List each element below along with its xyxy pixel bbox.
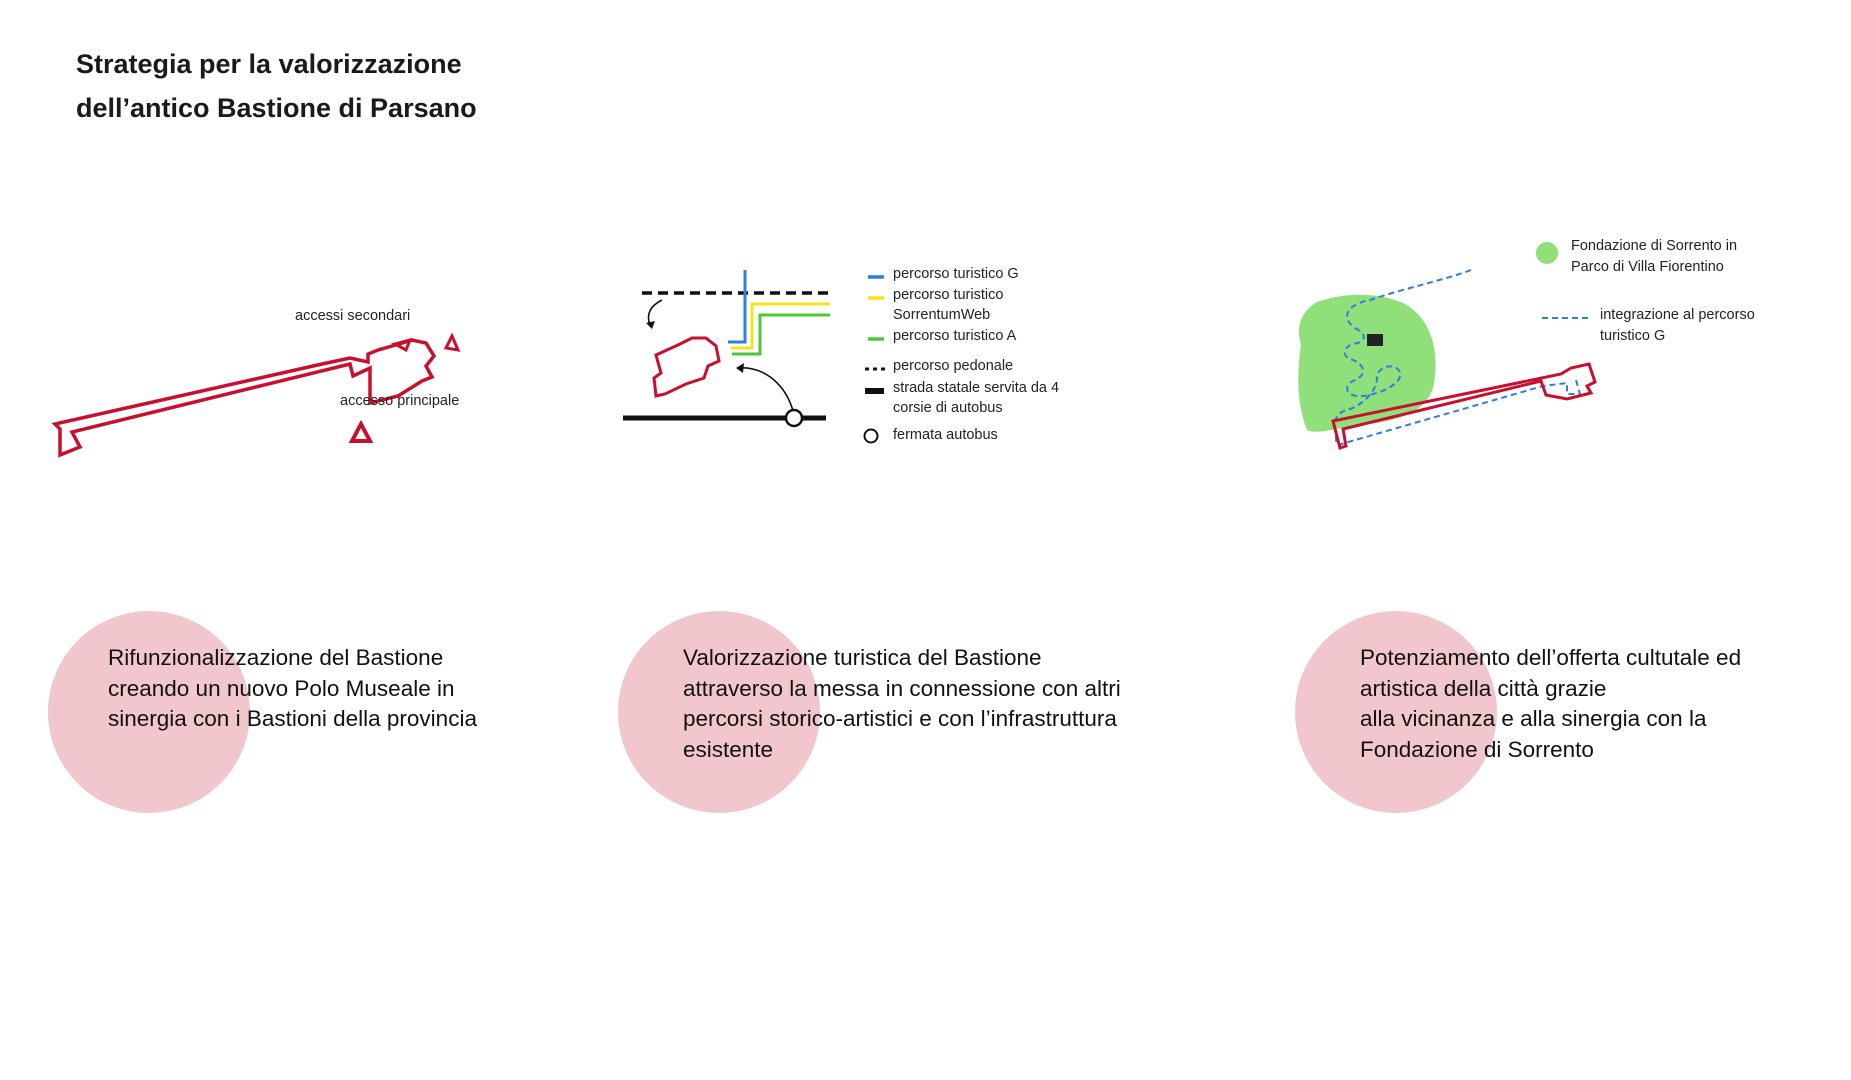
diagram-accesses: accessi secondari accesso principale	[50, 270, 510, 530]
route-g-integration	[1333, 269, 1582, 446]
bastion-outline-small	[652, 336, 721, 398]
arrow-head-bottom	[736, 363, 744, 373]
diagram-connections: percorso turistico G percorso turistico …	[620, 266, 1240, 530]
diagram-accesses-svg: accessi secondari accesso principale	[51, 308, 461, 458]
legend-integrazione-1: integrazione al percorso	[1600, 307, 1755, 323]
desc-line: esistente	[683, 736, 774, 762]
strategy-1-text: Rifunzionalizzazione del Bastione creand…	[108, 643, 477, 735]
strategy-3-circle	[1295, 611, 1497, 813]
label-accesso-principale: accesso principale	[340, 393, 459, 409]
legend-pedestrian: percorso pedonale	[893, 358, 1013, 374]
green-dot-icon	[1536, 242, 1558, 264]
legend-route-a: percorso turistico A	[893, 328, 1017, 344]
legend-route-g: percorso turistico G	[893, 266, 1019, 282]
legend-integrazione-2: turistico G	[1600, 328, 1665, 344]
desc-line: Valorizzazione turistica del Bastione	[683, 645, 1042, 670]
desc-line: attraverso la messa in connessione con a…	[683, 675, 1121, 701]
legend-fondazione-2: Parco di Villa Fiorentino	[1571, 259, 1724, 275]
legend-road-1: strada statale servita da 4	[893, 380, 1059, 396]
legend-fondazione-1: Fondazione di Sorrento in	[1571, 238, 1737, 254]
page-title: Strategia per la valorizzazione dell’ant…	[76, 42, 477, 130]
legend-sorrentumweb-1: percorso turistico	[893, 287, 1003, 303]
route-sorrentumweb-line	[731, 302, 830, 350]
bastion-outline-villa	[1331, 362, 1597, 450]
strategy-2-circle	[618, 611, 820, 813]
diagram-fondazione: Fondazione di Sorrento in Parco di Villa…	[1295, 238, 1835, 530]
secondary-access-marker-right	[443, 332, 461, 352]
desc-line: Rifunzionalizzazione del Bastione	[108, 645, 444, 670]
desc-line: Potenziamento dell’offerta cultutale ed	[1360, 645, 1742, 670]
circle-stop-icon	[863, 428, 879, 444]
diagram-fondazione-svg: Fondazione di Sorrento in Parco di Villa…	[1298, 238, 1755, 450]
legend-bus-stop: fermata autobus	[893, 427, 998, 443]
main-access-marker	[348, 419, 374, 443]
desc-line: sinergia con i Bastioni della provincia	[108, 706, 477, 731]
desc-line: Fondazione di Sorrento	[1360, 736, 1594, 762]
strategy-2-text: Valorizzazione turistica del Bastione at…	[683, 643, 1121, 765]
desc-line: artistica della città grazie	[1360, 675, 1607, 701]
desc-line: alla vicinanza e alla sinergia con la	[1360, 706, 1707, 731]
route-a-line	[732, 313, 830, 356]
diagram-connections-svg: percorso turistico G percorso turistico …	[623, 266, 1059, 444]
foundation-building-icon	[1367, 334, 1383, 346]
legend-road-2: corsie di autobus	[893, 400, 1003, 416]
strategy-3-text: Potenziamento dell’offerta cultutale ed …	[1360, 643, 1741, 765]
label-accessi-secondari: accessi secondari	[295, 308, 410, 324]
title-line-1: Strategia per la valorizzazione	[76, 49, 462, 79]
arrow-head-top	[646, 321, 655, 329]
desc-line: percorsi storico-artistici e con l’infra…	[683, 706, 1117, 731]
strategy-1-circle	[48, 611, 250, 813]
legend: percorso turistico G percorso turistico …	[863, 266, 1059, 444]
desc-line: creando un nuovo Polo Museale in	[108, 675, 455, 701]
bastion-outline	[51, 338, 437, 458]
legend-fondazione: Fondazione di Sorrento in Parco di Villa…	[1536, 238, 1755, 344]
legend-sorrentumweb-2: SorrentumWeb	[893, 307, 990, 323]
bus-stop	[784, 408, 804, 428]
arrow-curve-bottom	[737, 367, 795, 415]
park-area	[1298, 294, 1436, 432]
route-g-line	[728, 270, 747, 344]
title-line-2: dell’antico Bastione di Parsano	[76, 93, 477, 123]
